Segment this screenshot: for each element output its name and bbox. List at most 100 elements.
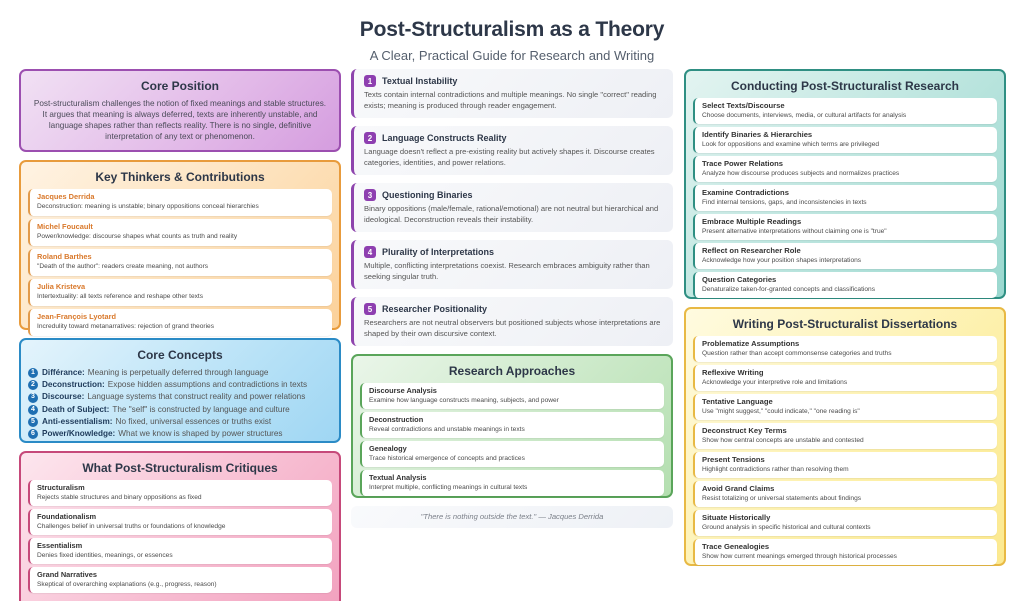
- number-badge-icon: 2: [364, 132, 376, 144]
- concept-term: Différance:: [42, 368, 85, 377]
- panel-title: Writing Post-Structuralist Dissertations: [732, 317, 958, 331]
- number-badge-icon: 4: [28, 404, 38, 415]
- approach-name: Genealogy: [369, 444, 407, 453]
- step-desc: Present alternative interpretations with…: [702, 228, 887, 235]
- step-item: Trace Power Relations Analyze how discou…: [693, 156, 997, 182]
- concept-desc: Language systems that construct reality …: [87, 392, 306, 402]
- concept-item: 6 Power/Knowledge: What we know is shape…: [28, 428, 332, 440]
- core-concepts-panel: Core Concepts 1 Différance: Meaning is p…: [19, 338, 341, 443]
- approach-item: Deconstruction Reveal contradictions and…: [360, 412, 664, 438]
- writing-dissertations-panel: Writing Post-Structuralist Dissertations…: [684, 307, 1006, 566]
- critique-desc: Challenges belief in universal truths or…: [37, 523, 226, 530]
- thinker-item: Jacques Derrida Deconstruction: meaning …: [28, 189, 332, 216]
- critique-desc: Denies fixed identities, meanings, or es…: [37, 552, 173, 559]
- tip-desc: Show how current meanings emerged throug…: [702, 553, 897, 560]
- concept-desc: What we know is shaped by power structur…: [118, 429, 283, 439]
- thinker-name: Michel Foucault: [37, 222, 93, 231]
- tip-name: Problematize Assumptions: [702, 339, 800, 348]
- concept-desc: No fixed, universal essences or truths e…: [115, 416, 272, 426]
- approach-item: Genealogy Trace historical emergence of …: [360, 441, 664, 467]
- page-header: Post-Structuralism as a Theory A Clear, …: [0, 18, 1024, 63]
- step-name: Examine Contradictions: [702, 188, 789, 197]
- panel-title: Conducting Post-Structuralist Research: [730, 79, 960, 93]
- principle-card: 4 Plurality of Interpretations Multiple,…: [351, 240, 673, 289]
- step-desc: Denaturalize taken-for-granted concepts …: [702, 286, 875, 293]
- step-name: Reflect on Researcher Role: [702, 246, 801, 255]
- principle-title: Textual Instability: [382, 76, 458, 86]
- tip-name: Avoid Grand Claims: [702, 484, 775, 493]
- step-desc: Look for oppositions and examine which t…: [702, 141, 880, 148]
- approach-name: Textual Analysis: [369, 473, 427, 482]
- step-name: Embrace Multiple Readings: [702, 217, 802, 226]
- concept-desc: Expose hidden assumptions and contradict…: [107, 380, 308, 390]
- thinker-name: Roland Barthes: [37, 252, 92, 261]
- thinker-name: Jean-François Lyotard: [37, 312, 116, 321]
- tip-desc: Acknowledge your interpretive role and l…: [702, 379, 848, 386]
- writing-tip-item: Deconstruct Key Terms Show how central c…: [693, 423, 997, 449]
- panel-title: Research Approaches: [448, 364, 576, 378]
- step-item: Select Texts/Discourse Choose documents,…: [693, 98, 997, 124]
- approach-desc: Trace historical emergence of concepts a…: [369, 455, 525, 462]
- step-item: Examine Contradictions Find internal ten…: [693, 185, 997, 211]
- number-badge-icon: 5: [364, 303, 376, 315]
- tip-desc: Ground analysis in specific historical a…: [702, 524, 871, 531]
- step-name: Select Texts/Discourse: [702, 101, 785, 110]
- tip-desc: Show how central concepts are unstable a…: [702, 437, 864, 444]
- critique-desc: Skeptical of overarching explanations (e…: [37, 581, 217, 588]
- critique-name: Essentialism: [37, 541, 83, 550]
- step-desc: Find internal tensions, gaps, and incons…: [702, 199, 867, 206]
- derrida-quote: "There is nothing outside the text." — J…: [351, 506, 673, 528]
- left-column: Core Position Post-structuralism challen…: [19, 69, 341, 604]
- writing-tip-item: Present Tensions Highlight contradiction…: [693, 452, 997, 478]
- critique-item: Grand Narratives Skeptical of overarchin…: [28, 567, 332, 593]
- thinker-item: Jean-François Lyotard Incredulity toward…: [28, 309, 332, 336]
- principle-card: 5 Researcher Positionality Researchers a…: [351, 297, 673, 346]
- step-name: Identify Binaries & Hierarchies: [702, 130, 813, 139]
- approach-name: Discourse Analysis: [369, 386, 437, 395]
- thinker-name: Julia Kristeva: [37, 282, 86, 291]
- research-approaches-panel: Research Approaches Discourse Analysis E…: [351, 354, 673, 498]
- step-item: Question Categories Denaturalize taken-f…: [693, 272, 997, 298]
- step-desc: Choose documents, interviews, media, or …: [702, 112, 907, 119]
- number-badge-icon: 1: [364, 75, 376, 87]
- principle-desc: Texts contain internal contradictions an…: [364, 90, 657, 110]
- critique-name: Structuralism: [37, 483, 85, 492]
- tip-desc: Question rather than accept commonsense …: [702, 350, 892, 357]
- critique-item: Foundationalism Challenges belief in uni…: [28, 509, 332, 535]
- principle-card: 3 Questioning Binaries Binary opposition…: [351, 183, 673, 232]
- core-position-panel: Core Position Post-structuralism challen…: [19, 69, 341, 152]
- number-badge-icon: 3: [28, 392, 38, 403]
- thinker-item: Roland Barthes "Death of the author": re…: [28, 249, 332, 276]
- concept-item: 3 Discourse: Language systems that const…: [28, 391, 332, 403]
- principle-title: Language Constructs Reality: [382, 133, 507, 143]
- writing-tip-item: Reflexive Writing Acknowledge your inter…: [693, 365, 997, 391]
- conducting-research-panel: Conducting Post-Structuralist Research S…: [684, 69, 1006, 299]
- principle-title: Questioning Binaries: [382, 190, 473, 200]
- writing-tip-item: Problematize Assumptions Question rather…: [693, 336, 997, 362]
- critique-name: Foundationalism: [37, 512, 97, 521]
- thinker-name: Jacques Derrida: [37, 192, 95, 201]
- step-desc: Analyze how discourse produces subjects …: [702, 170, 900, 177]
- page-title: Post-Structuralism as a Theory: [359, 18, 665, 41]
- core-position-text: Post-structuralism challenges the notion…: [33, 99, 327, 141]
- approach-desc: Interpret multiple, conflicting meanings…: [369, 484, 528, 491]
- concept-desc: The "self" is constructed by language an…: [112, 404, 290, 414]
- step-name: Question Categories: [702, 275, 777, 284]
- principle-title: Plurality of Interpretations: [382, 247, 495, 257]
- approach-desc: Reveal contradictions and unstable meani…: [369, 426, 525, 433]
- tip-name: Tentative Language: [702, 397, 773, 406]
- approach-item: Discourse Analysis Examine how language …: [360, 383, 664, 409]
- key-thinkers-panel: Key Thinkers & Contributions Jacques Der…: [19, 160, 341, 336]
- thinker-item: Michel Foucault Power/knowledge: discour…: [28, 219, 332, 246]
- number-badge-icon: 5: [28, 416, 38, 427]
- writing-tip-item: Tentative Language Use "might suggest," …: [693, 394, 997, 420]
- concept-item: 1 Différance: Meaning is perpetually def…: [28, 367, 332, 379]
- concept-term: Anti-essentialism:: [42, 416, 113, 426]
- step-item: Reflect on Researcher Role Acknowledge h…: [693, 243, 997, 269]
- panel-title: Key Thinkers & Contributions: [95, 170, 265, 184]
- principle-card: 1 Textual Instability Texts contain inte…: [351, 69, 673, 118]
- number-badge-icon: 1: [28, 368, 38, 379]
- concept-item: 5 Anti-essentialism: No fixed, universal…: [28, 416, 332, 428]
- principle-card: 2 Language Constructs Reality Language d…: [351, 126, 673, 175]
- thinker-contribution: Incredulity toward metanarratives: rejec…: [37, 323, 215, 330]
